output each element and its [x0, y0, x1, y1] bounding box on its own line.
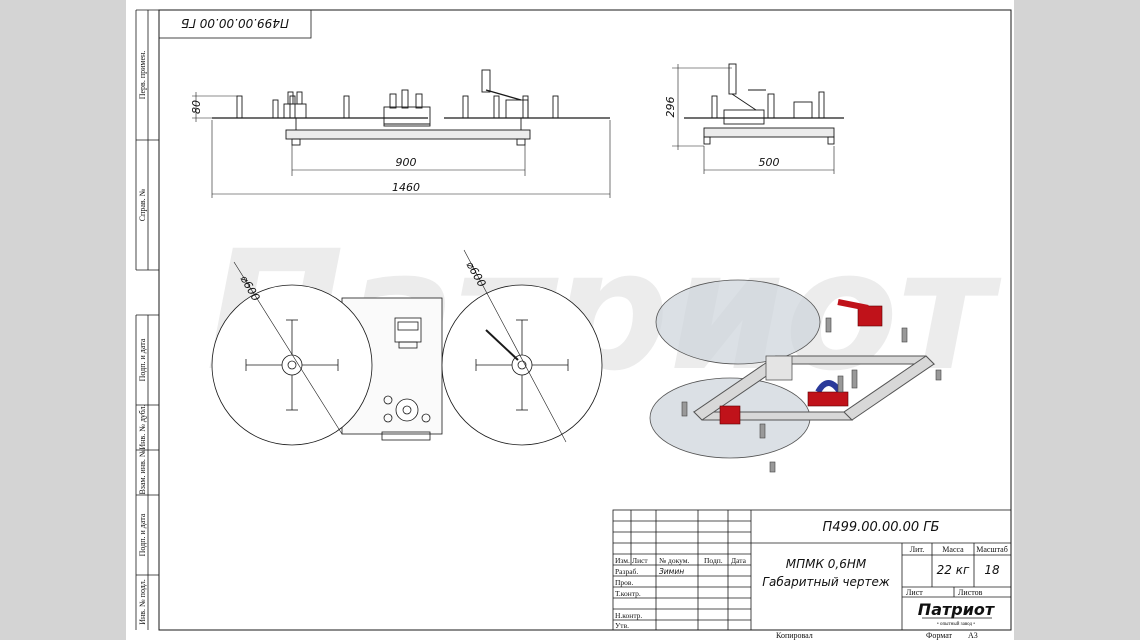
- title-sheet-header: Лист: [906, 588, 923, 597]
- dim-side-height: 296: [664, 97, 677, 118]
- row-norm-control: Н.контр.: [615, 611, 642, 620]
- title-block: [612, 509, 1012, 631]
- top-view: [211, 249, 603, 446]
- title-mass-value: 22 кг: [937, 563, 970, 577]
- title-mass-header: Масса: [942, 545, 964, 554]
- side-label-sign-date-2: Подп. и дата: [138, 513, 147, 556]
- title-product-name: МПМК 0,6НМ: [786, 557, 867, 571]
- row-checked: Пров.: [615, 578, 633, 587]
- col-doc-no: № докум.: [659, 556, 690, 565]
- isometric-view: [649, 279, 942, 473]
- dim-total-length: 1460: [392, 181, 420, 194]
- row-developer: Разраб.: [615, 567, 638, 576]
- title-scale-value: 18: [984, 563, 1000, 577]
- footer-copied: Копировал: [776, 631, 813, 640]
- footer-format-label: Формат: [926, 631, 953, 640]
- dim-frame-length: 900: [396, 156, 417, 169]
- left-side-strips: [135, 10, 159, 630]
- side-dimensions: [672, 64, 835, 174]
- technical-drawing: Патриот П499.00.00.00 ГБ Перв. примен. С…: [135, 9, 1012, 640]
- iso-right-disc: [655, 279, 821, 365]
- company-logo-subtitle: • опытный завод •: [937, 622, 975, 627]
- drawing-sheet: Патриот П499.00.00.00 ГБ Перв. примен. С…: [126, 0, 1014, 640]
- rotated-code-box: [158, 9, 312, 39]
- title-scale-header: Масштаб: [976, 545, 1008, 554]
- title-doc-code: П499.00.00.00 ГБ: [823, 520, 940, 535]
- drawing-frame: [158, 9, 1012, 631]
- title-sheets-header: Листов: [958, 588, 983, 597]
- col-sign: Подп.: [704, 556, 723, 565]
- side-label-repl-inv: Взам. инв. №: [138, 449, 147, 494]
- row-developer-name: Зимин: [659, 567, 684, 576]
- side-label-reference: Справ. №: [138, 188, 147, 221]
- side-view: [684, 63, 844, 145]
- dim-front-height: 80: [190, 100, 203, 114]
- row-approved: Утв.: [615, 621, 629, 630]
- title-lit-header: Лит.: [910, 545, 925, 554]
- dim-side-width: 500: [759, 156, 780, 169]
- col-list: Лист: [632, 556, 648, 565]
- side-label-dup-inv: Инв. № дубл.: [138, 404, 147, 449]
- side-label-orig-inv: Инв. № подл.: [138, 579, 147, 625]
- front-dimensions: [192, 92, 611, 198]
- rotated-sheet-code: П499.00.00.00 ГБ: [181, 16, 289, 30]
- side-label-sign-date-1: Подп. и дата: [138, 338, 147, 381]
- row-tech-control: Т.контр.: [615, 589, 641, 598]
- front-view: [212, 69, 610, 146]
- col-date: Дата: [731, 556, 747, 565]
- company-logo-text: Патриот: [918, 600, 996, 619]
- title-doc-type: Габаритный чертеж: [762, 575, 890, 589]
- footer-format-value: А3: [968, 631, 978, 640]
- col-izm: Изм.: [615, 556, 630, 565]
- side-label-first-use: Перв. примен.: [138, 51, 147, 100]
